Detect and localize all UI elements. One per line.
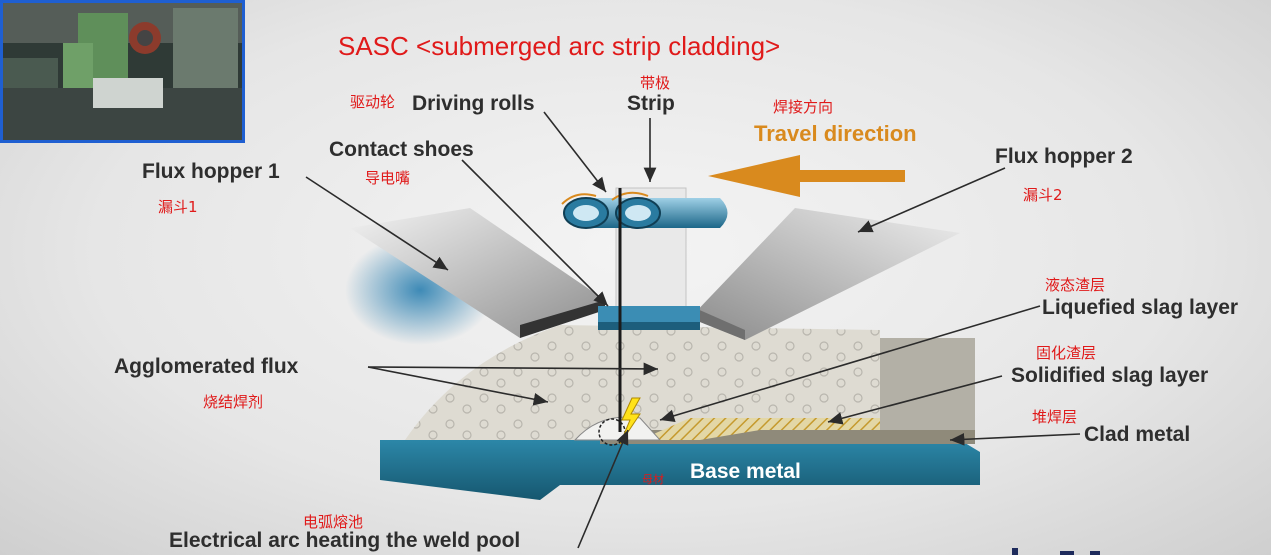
clad-metal-cn-label: 堆焊层 — [1032, 408, 1078, 426]
flux-hopper-2-label: Flux hopper 2 — [995, 145, 1133, 168]
flux-hopper-1-label: Flux hopper 1 — [142, 160, 280, 183]
base-metal-cn-label: 母材 — [642, 473, 664, 486]
travel-direction-arrow[interactable] — [708, 155, 905, 197]
leader-lines — [305, 111, 1081, 549]
flux-pile — [405, 325, 880, 440]
driving-rolls-cn-label: 驱动轮 — [350, 93, 396, 111]
flux-hopper-2-cn-label: 漏斗2 — [1023, 186, 1063, 204]
liquefied-slag-label: Liquefied slag layer — [1042, 296, 1239, 319]
strip-label: Strip — [627, 92, 675, 115]
contact-shoes-label: Contact shoes — [329, 138, 474, 161]
driving-rolls-label: Driving rolls — [412, 92, 535, 115]
agglomerated-flux-cn-label: 烧结焊剂 — [203, 393, 264, 411]
clad-metal-label: Clad metal — [1084, 423, 1191, 446]
solidified-slag-cn-label: 固化渣层 — [1036, 344, 1097, 362]
contact-shoes-cn-label: 导电嘴 — [365, 169, 411, 187]
page-title: SASC <submerged arc strip cladding> — [338, 31, 781, 61]
arc-label: Electrical arc heating the weld pool — [169, 529, 521, 552]
strip-cn-label: 带极 — [640, 74, 671, 92]
liquefied-slag-cn-label: 液态渣层 — [1045, 276, 1106, 294]
welding-machine-photo — [0, 0, 245, 143]
flux-hopper-2 — [690, 208, 960, 340]
solidified-slag-label: Solidified slag layer — [1011, 364, 1209, 387]
flux-hopper-1-cn-label: 漏斗1 — [158, 198, 198, 216]
agglomerated-flux-label: Agglomerated flux — [114, 355, 299, 378]
travel-direction-cn-label: 焊接方向 — [773, 98, 834, 116]
base-metal-plate — [380, 440, 980, 500]
arc-cn-label: 电弧熔池 — [303, 513, 364, 531]
travel-direction-label: Travel direction — [754, 121, 917, 146]
flux-hopper-1 — [350, 208, 605, 338]
liquefied-slag-layer — [640, 418, 880, 440]
base-metal-label: Base metal — [690, 460, 801, 483]
